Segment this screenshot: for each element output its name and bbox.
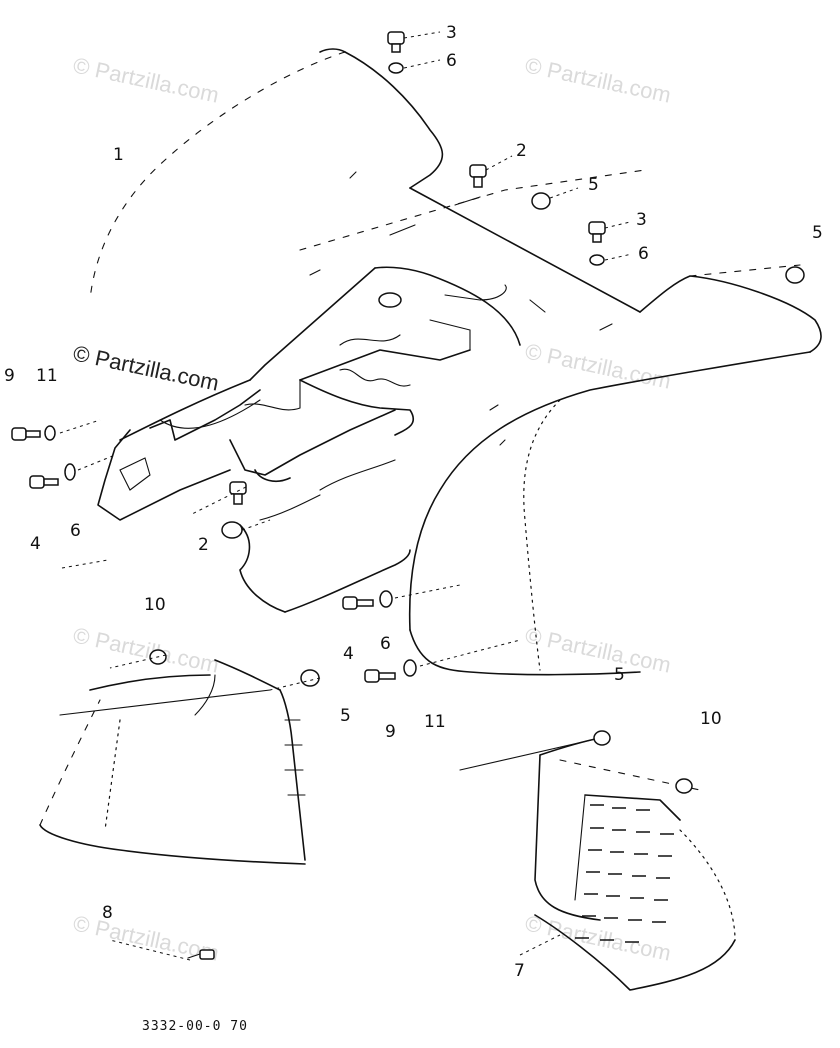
callout-label: 5 xyxy=(588,175,599,195)
nut-icon xyxy=(300,669,320,687)
watermark: © Partzilla.com xyxy=(523,622,673,677)
watermark: © Partzilla.com xyxy=(71,622,221,677)
callout-label: 4 xyxy=(30,534,41,554)
callout-label: 7 xyxy=(514,961,525,981)
bolt-icon xyxy=(342,596,374,610)
watermark: © Partzilla.com xyxy=(523,910,673,965)
screw-icon xyxy=(187,949,215,960)
nut-icon xyxy=(675,778,693,794)
callout-label: 6 xyxy=(446,51,457,71)
bolt-icon xyxy=(11,427,41,441)
watermark: © Partzilla.com xyxy=(71,52,221,107)
callout-label: 10 xyxy=(700,709,722,729)
nut-icon xyxy=(531,192,551,210)
nut-icon xyxy=(593,730,611,746)
bolt-icon xyxy=(364,669,396,683)
watermark: © Partzilla.com xyxy=(71,910,221,965)
callout-label: 3 xyxy=(446,23,457,43)
callout-label: 6 xyxy=(380,634,391,654)
bolt-icon xyxy=(29,475,59,489)
washer-icon xyxy=(379,590,393,608)
callout-label: 8 xyxy=(102,903,113,923)
callout-labels: 1 2 2 3 3 4 4 5 5 5 5 6 6 6 6 7 8 9 9 10… xyxy=(4,23,823,981)
watermark: © Partzilla.com xyxy=(523,52,673,107)
callout-label: 11 xyxy=(36,366,58,386)
washer-icon xyxy=(589,254,605,266)
watermark: © Partzilla.com xyxy=(71,340,221,395)
callout-label: 9 xyxy=(385,722,396,742)
watermark: © Partzilla.com xyxy=(523,338,673,393)
callout-label: 5 xyxy=(340,706,351,726)
leader-lines xyxy=(59,31,633,961)
callout-label: 5 xyxy=(614,665,625,685)
callout-label: 11 xyxy=(424,712,446,732)
drawing-code: 3332-00-0 70 xyxy=(142,1019,248,1034)
callout-label: 1 xyxy=(113,145,124,165)
callout-label: 2 xyxy=(198,535,209,555)
washer-icon xyxy=(64,463,76,481)
callout-label: 4 xyxy=(343,644,354,664)
nut-icon xyxy=(221,521,243,539)
bolt-icon xyxy=(387,31,405,53)
callout-label: 9 xyxy=(4,366,15,386)
hardware xyxy=(11,31,805,960)
mud-flap-grid xyxy=(575,804,674,943)
callout-label: 6 xyxy=(638,244,649,264)
bolt-icon xyxy=(588,221,606,243)
bolt-icon xyxy=(229,481,247,505)
washer-icon xyxy=(403,659,417,677)
left-mud-flap xyxy=(39,659,306,865)
callout-label: 5 xyxy=(812,223,823,243)
right-mud-flap xyxy=(459,737,736,991)
watermark-group: © Partzilla.com © Partzilla.com © Partzi… xyxy=(71,52,673,965)
callout-label: 6 xyxy=(70,521,81,541)
rear-fender xyxy=(89,48,822,676)
callout-label: 2 xyxy=(516,141,527,161)
callout-label: 10 xyxy=(144,595,166,615)
bolt-icon xyxy=(469,164,487,188)
nut-icon xyxy=(785,266,805,284)
callout-label: 3 xyxy=(636,210,647,230)
washer-icon xyxy=(388,62,404,74)
washer-icon xyxy=(44,425,56,441)
